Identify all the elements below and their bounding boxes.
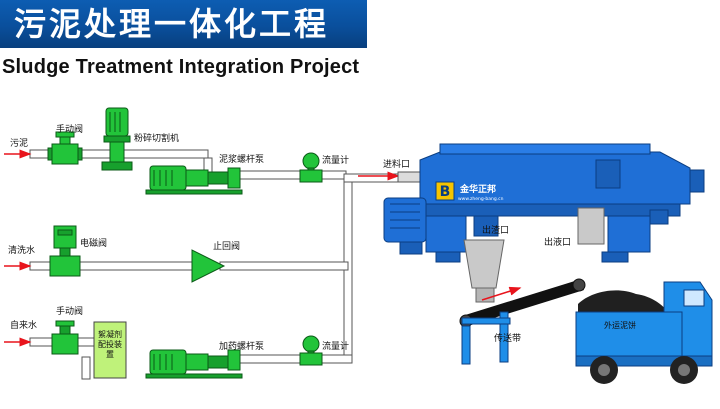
label-solenoid-valve: 电磁阀 bbox=[80, 237, 107, 249]
label-clean-water: 清洗水 bbox=[8, 244, 35, 256]
dosing-screw-pump bbox=[145, 349, 243, 379]
page-subtitle: Sludge Treatment Integration Project bbox=[2, 56, 360, 78]
label-manual-valve-1: 手动阀 bbox=[56, 123, 83, 135]
crusher-machine bbox=[101, 107, 133, 171]
arrow-right-icon bbox=[481, 286, 522, 301]
label-slag-outlet: 出渣口 bbox=[482, 224, 509, 236]
manual-valve-2 bbox=[51, 320, 79, 355]
label-feed-port: 进料口 bbox=[383, 158, 410, 170]
decanter-centrifuge bbox=[383, 143, 705, 263]
label-sludge-truck: 外运泥饼 bbox=[604, 320, 636, 330]
label-manual-valve-2: 手动阀 bbox=[56, 305, 83, 317]
solenoid-valve bbox=[49, 225, 81, 277]
label-sludge-screw-pump: 泥浆螺杆泵 bbox=[219, 153, 264, 165]
label-liquid-outlet: 出液口 bbox=[544, 236, 571, 248]
title-banner: 污泥处理一体化工程 bbox=[0, 0, 367, 48]
label-dosing-device: 絮凝剂配投装置 bbox=[98, 330, 122, 359]
label-sludge-inlet: 污泥 bbox=[10, 137, 28, 149]
sludge-screw-pump bbox=[145, 165, 243, 195]
label-tap-water: 自来水 bbox=[10, 319, 37, 331]
label-check-valve: 止回阀 bbox=[213, 240, 240, 252]
brand-name: 金华正邦 bbox=[459, 183, 496, 195]
page-title: 污泥处理一体化工程 bbox=[14, 5, 330, 43]
label-dosing-screw-pump: 加药螺杆泵 bbox=[219, 340, 264, 352]
brand-logo-letter: B bbox=[440, 184, 451, 200]
label-flowmeter-1: 流量计 bbox=[322, 154, 349, 166]
check-valve bbox=[191, 249, 226, 283]
label-conveyor: 传送带 bbox=[494, 332, 521, 344]
manual-valve-1 bbox=[47, 131, 83, 165]
label-crusher: 粉碎切割机 bbox=[134, 132, 179, 144]
slag-hopper bbox=[463, 239, 505, 303]
sludge-truck bbox=[575, 281, 713, 384]
brand-url: www.zheng-bang.cn bbox=[458, 196, 504, 202]
dosing-device bbox=[93, 321, 127, 379]
flowmeter-2 bbox=[299, 335, 323, 366]
flowmeter-1 bbox=[299, 152, 323, 183]
belt-conveyor bbox=[459, 278, 586, 365]
zhengbang-logo-icon: B bbox=[435, 181, 455, 201]
inlet-arrows bbox=[4, 149, 400, 347]
label-flowmeter-2: 流量计 bbox=[322, 340, 349, 352]
